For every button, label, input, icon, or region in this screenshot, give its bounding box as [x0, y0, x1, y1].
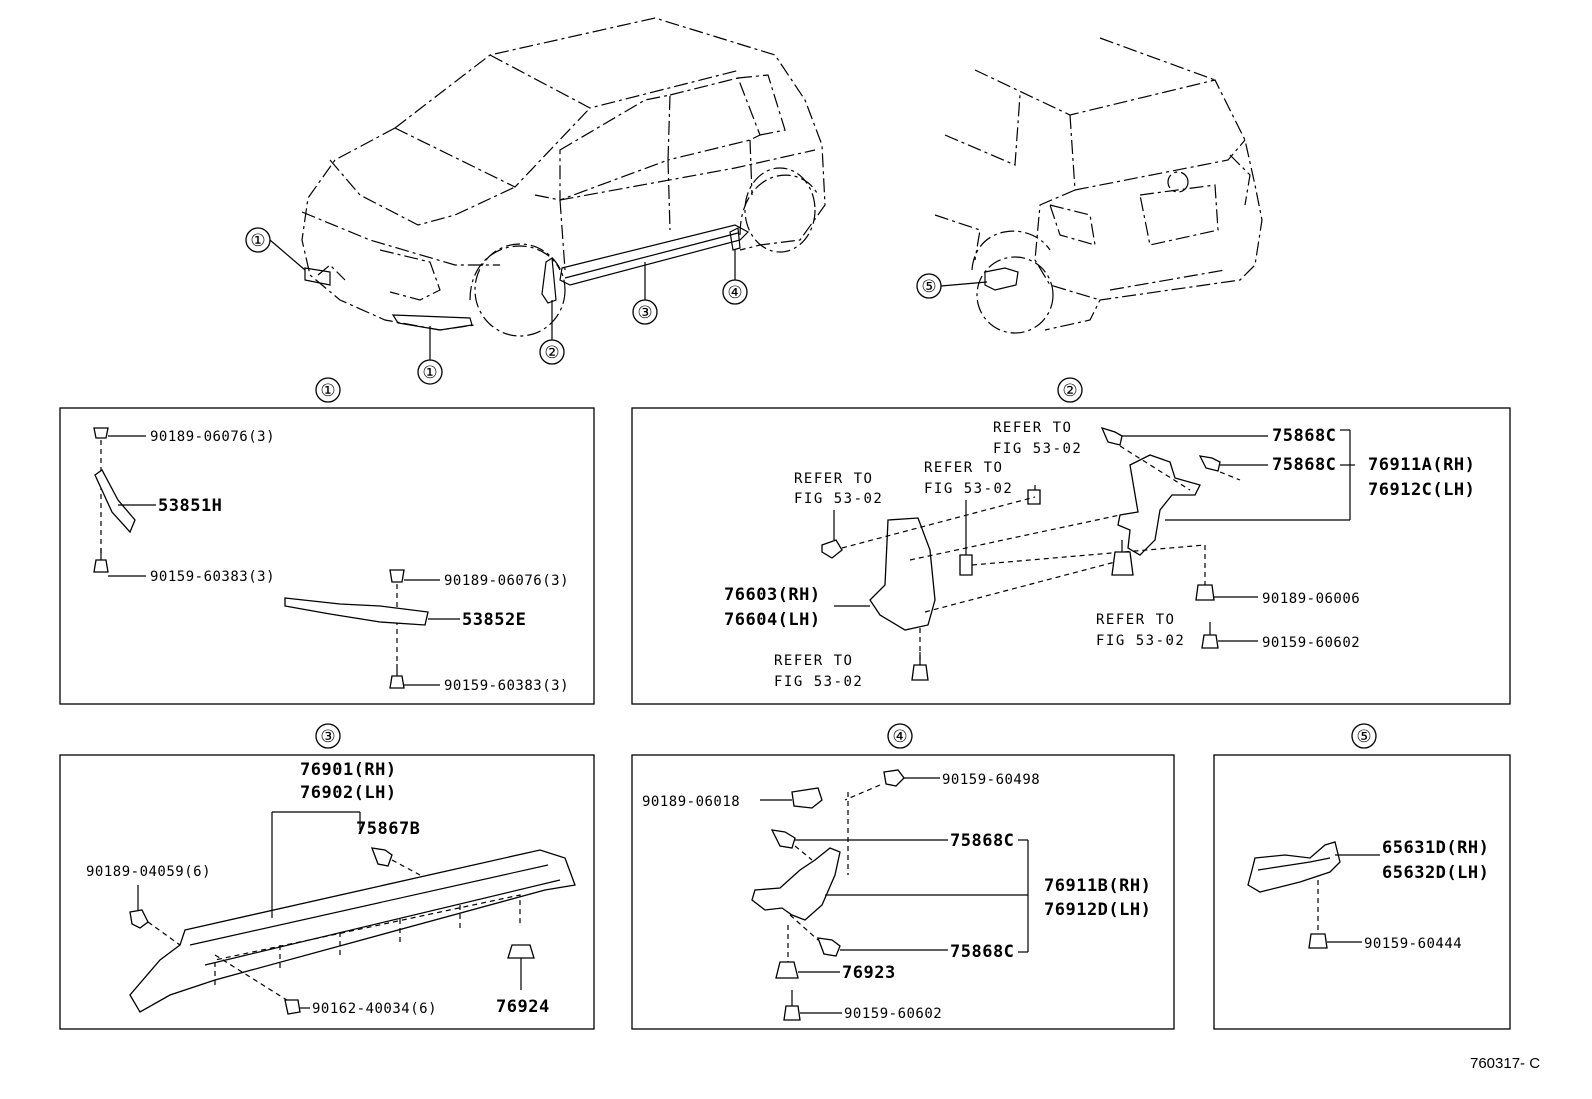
figure-code: 760317- C: [1470, 1055, 1540, 1072]
label-76911a-rh: 76911A(RH): [1368, 455, 1475, 475]
svg-text:⑤: ⑤: [1356, 727, 1371, 747]
panel-5-parts: [1247, 841, 1380, 949]
panel-2-parts: [821, 426, 1355, 681]
svg-text:②: ②: [544, 343, 559, 363]
label-90189-06076-b: 90189-06076(3): [444, 573, 569, 589]
ref-fig-3-b: FIG 53-02: [794, 491, 883, 507]
ref-fig-3-a: REFER TO: [794, 471, 873, 487]
panel-1-parts: [93, 427, 460, 689]
label-76912c-lh: 76912C(LH): [1368, 480, 1475, 500]
label-75868c-b: 75868C: [1272, 455, 1336, 475]
panel-1-box: [59, 407, 595, 705]
label-90189-04059: 90189-04059(6): [86, 864, 211, 880]
ref-fig-2-b: FIG 53-02: [924, 481, 1013, 497]
ref-fig-1-a: REFER TO: [993, 420, 1072, 436]
label-75868c-c: 75868C: [950, 831, 1014, 851]
callout-3-car: ③: [632, 299, 658, 325]
callout-2-car: ②: [539, 339, 565, 365]
ref-fig-2-a: REFER TO: [924, 460, 1003, 476]
label-90159-60602-p4: 90159-60602: [844, 1006, 942, 1022]
svg-text:⑤: ⑤: [921, 277, 936, 297]
svg-text:④: ④: [892, 727, 907, 747]
label-75867b: 75867B: [356, 819, 420, 839]
callout-1-front: ①: [245, 227, 271, 253]
label-76923: 76923: [842, 963, 896, 983]
ref-fig-5-b: FIG 53-02: [774, 674, 863, 690]
panel-3-parts: [129, 811, 576, 1015]
svg-text:③: ③: [320, 727, 335, 747]
ref-fig-5-a: REFER TO: [774, 653, 853, 669]
label-76901-rh: 76901(RH): [300, 760, 397, 780]
label-76603-rh: 76603(RH): [724, 585, 821, 605]
label-76902-lh: 76902(LH): [300, 783, 397, 803]
svg-text:③: ③: [637, 303, 652, 323]
label-90159-60383-b: 90159-60383(3): [444, 678, 569, 694]
callout-4-car: ④: [722, 279, 748, 305]
svg-text:④: ④: [727, 283, 742, 303]
svg-text:②: ②: [1062, 381, 1077, 401]
label-90162-40034: 90162-40034(6): [312, 1001, 437, 1017]
ref-fig-1-b: FIG 53-02: [993, 441, 1082, 457]
rear-car-illustration: [934, 37, 1263, 334]
panel-4-title: ④: [887, 723, 913, 749]
panel-4-parts: [751, 769, 1029, 1021]
label-76604-lh: 76604(LH): [724, 610, 821, 630]
label-65632d-lh: 65632D(LH): [1382, 863, 1489, 883]
panel-5-box: [1213, 754, 1511, 1030]
label-90159-60498: 90159-60498: [942, 772, 1040, 788]
panel-3-title: ③: [315, 723, 341, 749]
callout-1-lower: ①: [417, 359, 443, 385]
label-75868c-a: 75868C: [1272, 426, 1336, 446]
label-76911b-rh: 76911B(RH): [1044, 876, 1151, 896]
panel-4-box: [631, 754, 1175, 1030]
ref-fig-4-b: FIG 53-02: [1096, 633, 1185, 649]
label-90159-60444: 90159-60444: [1364, 936, 1462, 952]
svg-text:①: ①: [250, 231, 265, 251]
label-90159-60602-p2: 90159-60602: [1262, 635, 1360, 651]
label-76912d-lh: 76912D(LH): [1044, 900, 1151, 920]
front-car-illustration: [269, 17, 826, 360]
label-90189-06006: 90189-06006: [1262, 591, 1360, 607]
panel-3-box: [59, 754, 595, 1030]
svg-text:①: ①: [320, 381, 335, 401]
label-90189-06076-a: 90189-06076(3): [150, 429, 275, 445]
ref-fig-4-a: REFER TO: [1096, 612, 1175, 628]
label-53851h: 53851H: [158, 496, 222, 516]
label-53852e: 53852E: [462, 610, 526, 630]
label-90159-60383-a: 90159-60383(3): [150, 569, 275, 585]
label-76924: 76924: [496, 997, 550, 1017]
label-75868c-d: 75868C: [950, 942, 1014, 962]
label-65631d-rh: 65631D(RH): [1382, 838, 1489, 858]
label-90189-06018: 90189-06018: [642, 794, 740, 810]
panel-5-title: ⑤: [1351, 723, 1377, 749]
svg-text:①: ①: [422, 363, 437, 383]
panel-1-title: ①: [315, 377, 341, 403]
panel-2-box: [631, 407, 1511, 705]
callout-5-car: ⑤: [916, 273, 942, 299]
panel-2-title: ②: [1057, 377, 1083, 403]
